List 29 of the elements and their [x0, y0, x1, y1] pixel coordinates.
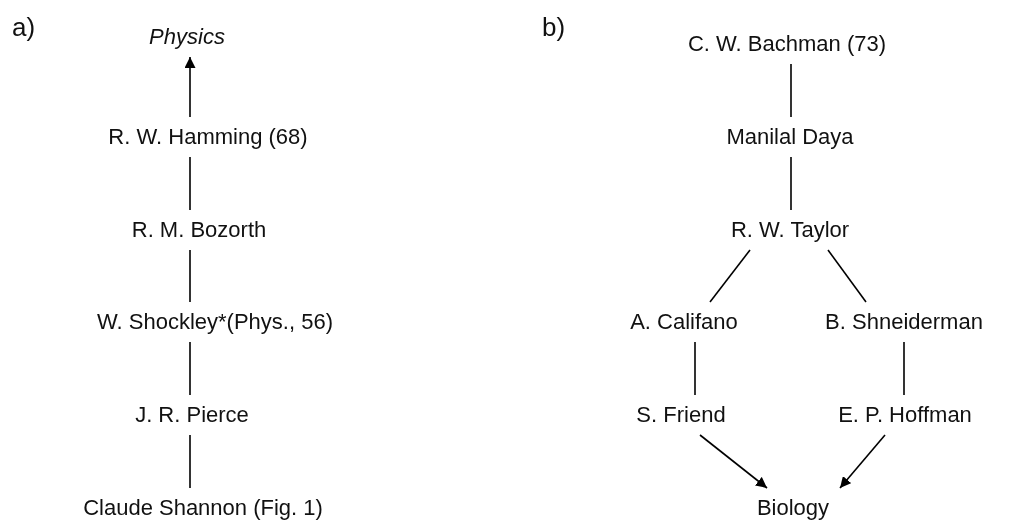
- connector-line: [189, 341, 191, 396]
- connector-line: [790, 156, 792, 211]
- connector-line: [903, 341, 905, 396]
- panel-label: b): [542, 14, 566, 40]
- name-label: Manilal Daya: [722, 117, 858, 157]
- name-label: Claude Shannon (Fig. 1): [79, 488, 327, 528]
- arrow: [839, 434, 886, 489]
- name-label: W. Shockley*(Phys., 56): [93, 302, 337, 342]
- connector-line: [189, 156, 191, 211]
- connector-line: [827, 249, 867, 303]
- name-label: B. Shneiderman: [821, 302, 987, 342]
- arrow: [184, 56, 196, 118]
- name-label: E. P. Hoffman: [834, 395, 976, 435]
- connector-line: [189, 249, 191, 303]
- connector-line: [694, 341, 696, 396]
- connector-line: [189, 434, 191, 489]
- name-label: Biology: [752, 488, 834, 528]
- name-label: R. M. Bozorth: [127, 210, 271, 250]
- name-label: R. W. Taylor: [726, 210, 854, 250]
- arrow: [699, 434, 768, 489]
- connector-line: [709, 249, 751, 303]
- name-label: R. W. Hamming (68): [104, 117, 312, 157]
- name-label: C. W. Bachman (73): [683, 24, 891, 64]
- name-label: A. Califano: [626, 302, 742, 342]
- connector-line: [790, 63, 792, 118]
- name-label: J. R. Pierce: [131, 395, 253, 435]
- name-label: S. Friend: [632, 395, 730, 435]
- name-label: Physics: [145, 17, 229, 57]
- panel-label: a): [12, 14, 36, 40]
